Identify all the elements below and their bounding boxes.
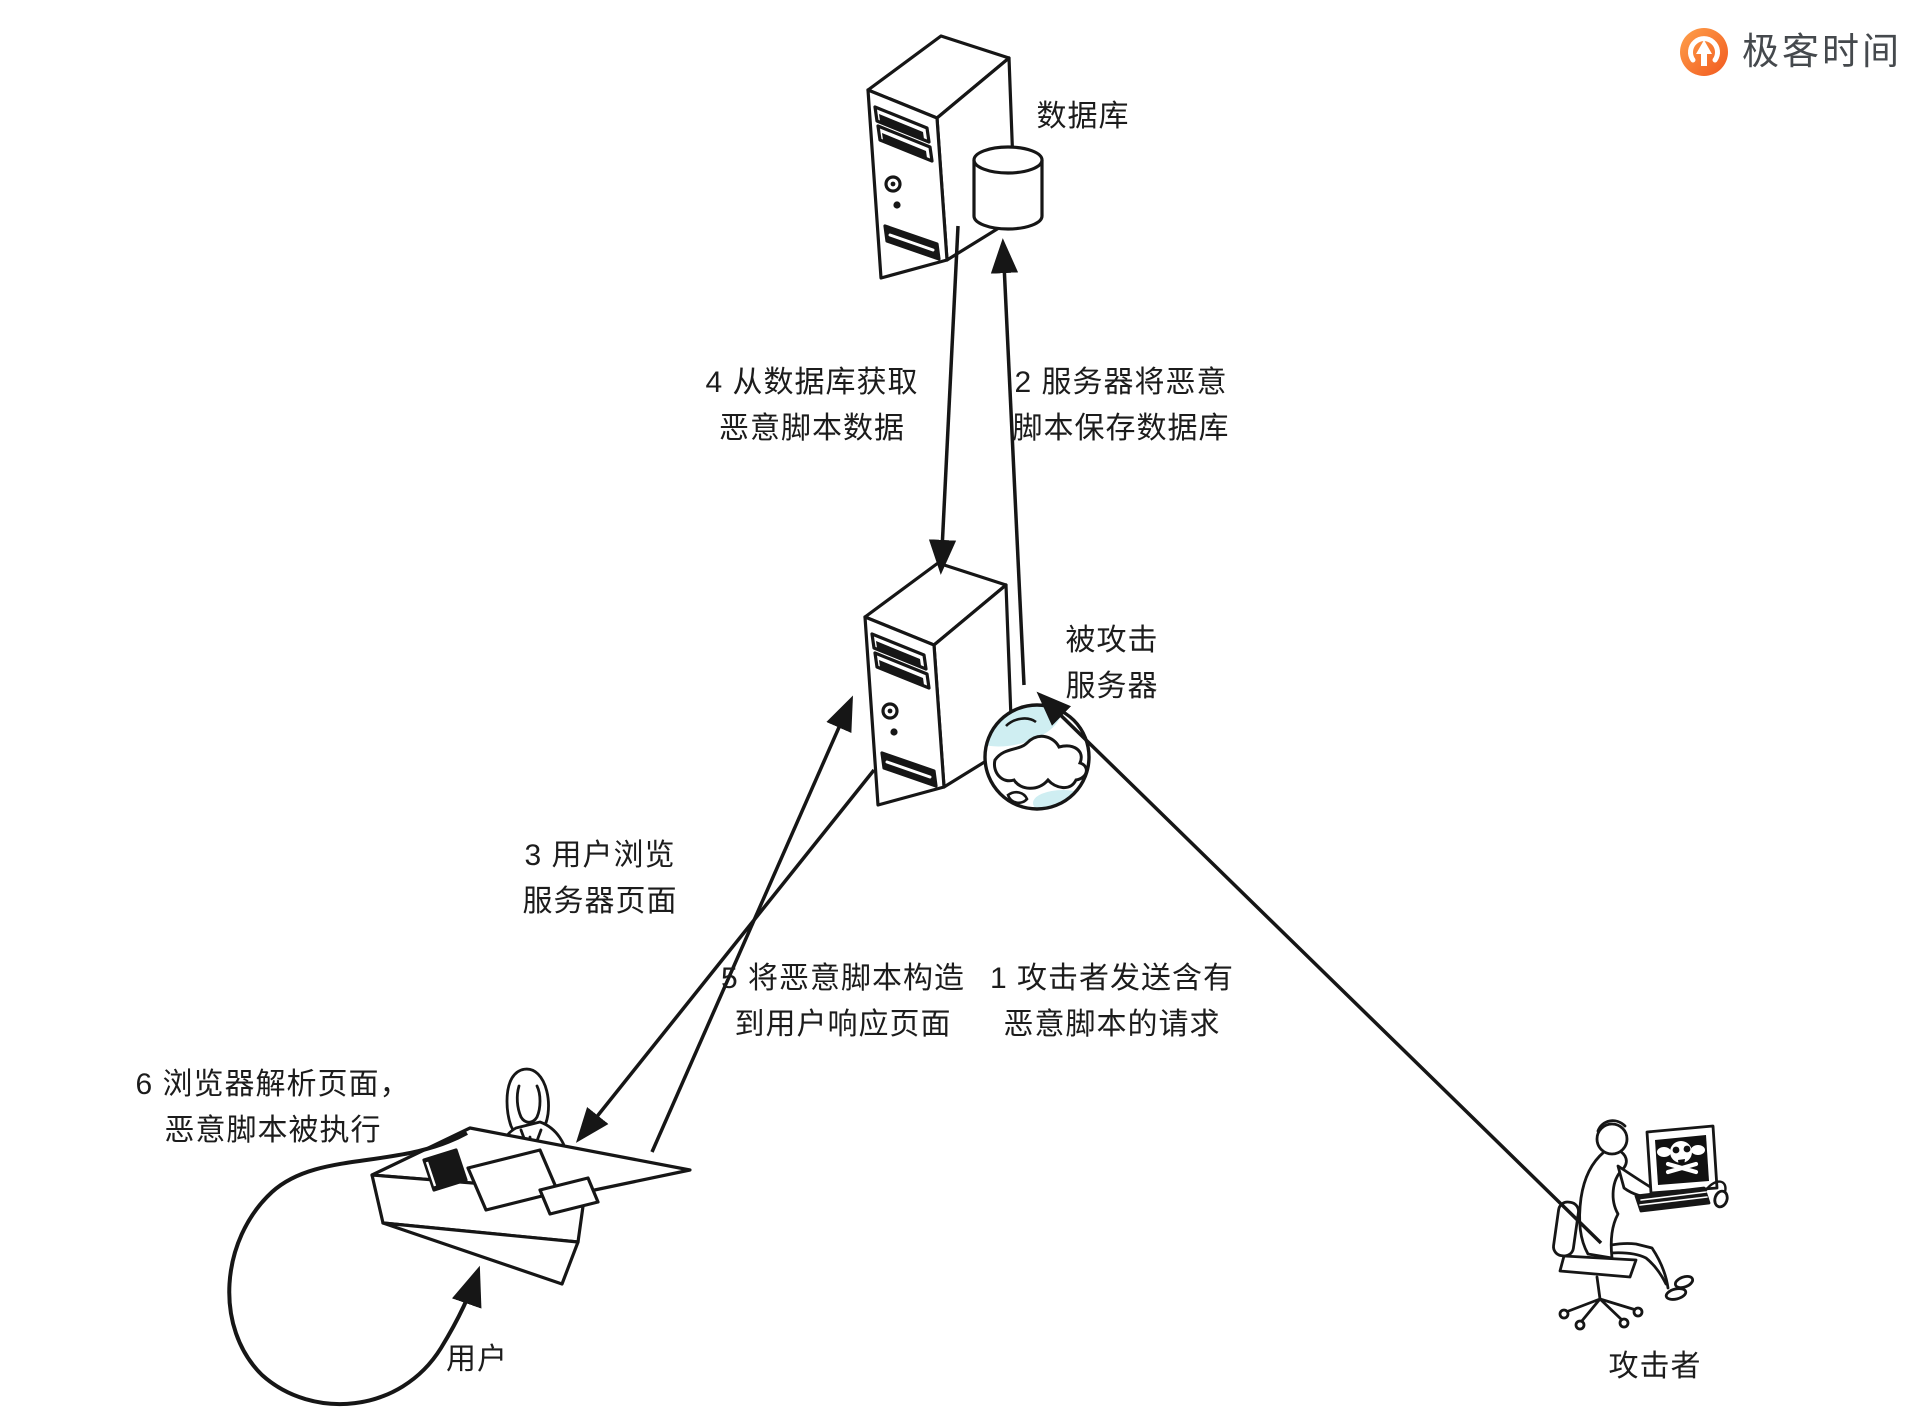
step-1-line1: 1 攻击者发送含有 (989, 962, 1235, 995)
attacked-server-label-line1: 被攻击 (1065, 624, 1159, 657)
step-4-line2: 恶意脚本数据 (719, 412, 905, 445)
database-server-icon (866, 34, 1044, 280)
attacked-server-label-line2: 服务器 (1065, 670, 1159, 703)
step-5-line2: 到用户响应页面 (734, 1008, 952, 1041)
geektime-logo: 极客时间 (1678, 26, 1902, 78)
arrow-step6-browser-loop (227, 1131, 482, 1407)
step-5-line1: 5 将恶意脚本构造 (720, 962, 966, 995)
step-3-line2: 服务器页面 (522, 885, 678, 918)
step-3-label: 3 用户浏览 服务器页面 (523, 833, 678, 925)
step-3-line1: 3 用户浏览 (524, 839, 676, 872)
phone-icon (422, 1148, 468, 1192)
step-1-line2: 恶意脚本的请求 (1003, 1008, 1221, 1041)
step-4-label: 4 从数据库获取 恶意脚本数据 (705, 360, 918, 452)
user-label: 用户 (446, 1343, 508, 1376)
step-2-line2: 脚本保存数据库 (1012, 412, 1230, 445)
step-6-label: 6 浏览器解析页面， 恶意脚本被执行 (135, 1062, 410, 1154)
attacker-label: 攻击者 (1608, 1350, 1702, 1383)
arrow-step1-attacker-to-server (1036, 691, 1603, 1245)
monitor-icon (1634, 1124, 1729, 1213)
step-5-label: 5 将恶意脚本构造 到用户响应页面 (721, 956, 965, 1048)
attacker-figure (1552, 1119, 1729, 1331)
skull-icon (1657, 1141, 1705, 1175)
database-label: 数据库 (1036, 100, 1130, 133)
step-1-label: 1 攻击者发送含有 恶意脚本的请求 (990, 956, 1234, 1048)
arrow-step4-db-to-server (928, 225, 960, 575)
database-cylinder-icon (972, 145, 1044, 231)
step-6-line1: 6 浏览器解析页面， (135, 1068, 411, 1101)
step-4-line1: 4 从数据库获取 (705, 366, 919, 399)
geektime-logo-text: 极客时间 (1742, 31, 1902, 72)
attacked-server-label: 被攻击 服务器 (1066, 618, 1159, 710)
step-2-line1: 2 服务器将恶意 (1014, 366, 1228, 399)
step-6-line2: 恶意脚本被执行 (164, 1114, 382, 1147)
desk (370, 1126, 692, 1286)
arrow-step2-server-to-db (990, 238, 1026, 686)
arrow-step5-server-to-user (575, 768, 876, 1143)
geektime-logo-icon (1680, 28, 1728, 76)
step-2-label: 2 服务器将恶意 脚本保存数据库 (1013, 360, 1230, 452)
web-server-icon (863, 561, 1091, 811)
